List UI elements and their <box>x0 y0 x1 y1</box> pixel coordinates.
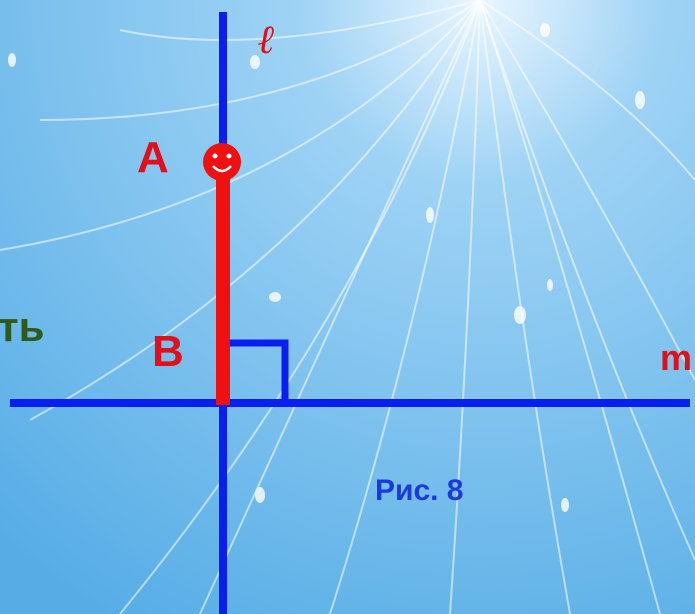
line-m-label: m <box>660 337 693 378</box>
point-b-label: B <box>152 327 184 376</box>
partial-word-label: ть <box>0 303 45 350</box>
right-angle-marker <box>223 339 289 403</box>
sparkles <box>8 23 645 512</box>
figure-caption: Рис. 8 <box>375 474 464 507</box>
point-a-label: A <box>137 133 169 182</box>
line-l-label: ℓ <box>258 16 276 63</box>
smiley-face-icon <box>203 143 241 181</box>
